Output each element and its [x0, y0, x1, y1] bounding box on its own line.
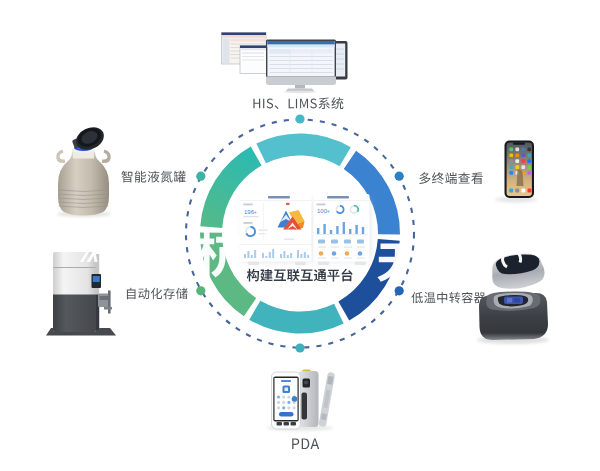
svg-text:100+: 100+: [317, 208, 330, 214]
svg-text:196+: 196+: [244, 209, 257, 215]
